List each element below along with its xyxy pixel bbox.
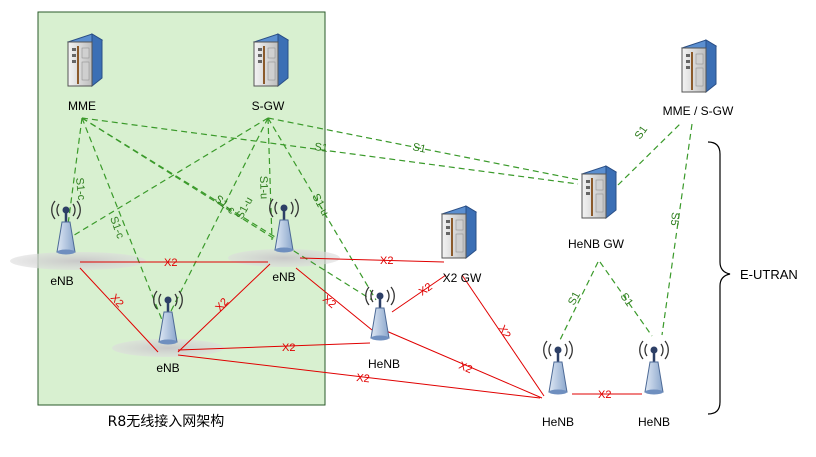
s1-links xyxy=(65,117,693,341)
mme-sgw-label: MME / S-GW xyxy=(663,104,734,118)
cell-disc-left xyxy=(10,252,146,270)
henb-b2-label: HeNB xyxy=(638,415,670,429)
sgw-server-icon xyxy=(253,33,289,87)
x2-label-x2gw-henbb1: X2 xyxy=(495,323,512,341)
henb-gw-label: HeNB GW xyxy=(568,237,625,251)
mme-server-icon xyxy=(67,33,103,87)
x2-label-henbb1-henbb2: X2 xyxy=(598,389,611,401)
eutran-brace xyxy=(707,141,731,415)
x2-label-henb-henbb1: X2 xyxy=(457,360,474,376)
s5-label: S5 xyxy=(668,212,681,226)
henb-b1-antenna-icon xyxy=(542,339,574,396)
cell-disc-center xyxy=(112,339,224,357)
mme-sgw-server-icon xyxy=(681,39,717,93)
enb-center-label: eNB xyxy=(156,361,179,375)
s1-label-henb-b1: S1 xyxy=(566,290,583,308)
enb-left-label: eNB xyxy=(50,274,73,288)
x2-gw-label: X2 GW xyxy=(443,271,482,285)
s1c-label-left: S1-c xyxy=(73,177,87,201)
eutran-label: E-UTRAN xyxy=(740,267,798,282)
s1-label-henbgw-core: S1 xyxy=(633,124,651,142)
s1-label-henb-b2: S1 xyxy=(618,291,636,309)
s1u-label-right: S1-u xyxy=(257,176,270,200)
x2-links xyxy=(79,257,642,399)
x2-label-henb-x2gw: X2 xyxy=(417,281,435,299)
mme-label: MME xyxy=(68,99,96,113)
x2-label-enb-x2gw: X2 xyxy=(380,255,393,267)
x2-label-enbcenter-henbb1: X2 xyxy=(356,372,371,385)
x2-gw-server-icon xyxy=(441,205,477,259)
henb-b1-label: HeNB xyxy=(542,415,574,429)
s1-label-mme-henbgw: S1 xyxy=(314,141,329,155)
x2-label-enbcenter-henb: X2 xyxy=(282,342,295,354)
r8-caption: R8无线接入网架构 xyxy=(108,413,225,430)
s1-label-sgw-henbgw: S1 xyxy=(411,141,427,156)
henb-b2-antenna-icon xyxy=(638,339,670,396)
sgw-label: S-GW xyxy=(252,99,285,113)
x2-label-enb-enb: X2 xyxy=(164,257,177,269)
henb-gw-server-icon xyxy=(581,165,617,219)
henb-mid-label: HeNB xyxy=(368,357,400,371)
enb-right-label: eNB xyxy=(272,270,295,284)
